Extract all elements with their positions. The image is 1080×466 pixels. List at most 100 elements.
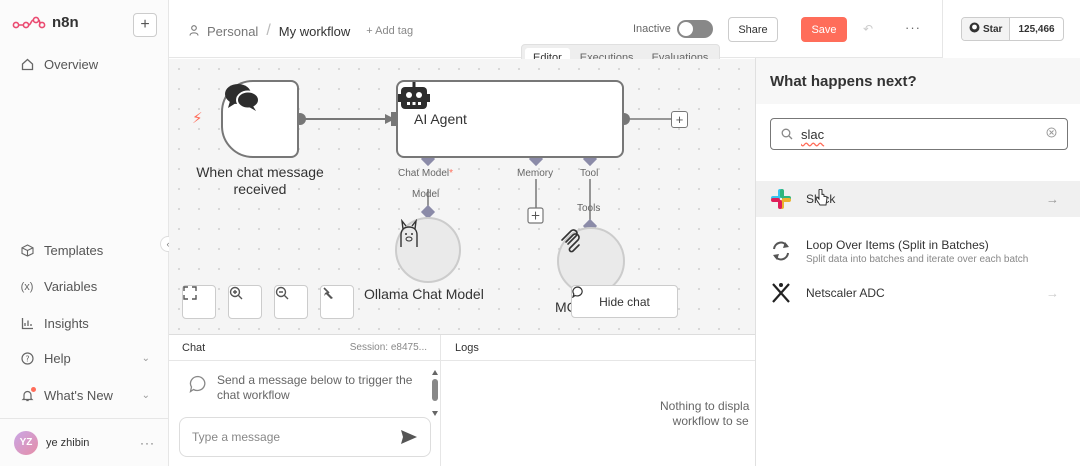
hide-chat-button[interactable]: Hide chat	[571, 285, 678, 318]
user-menu[interactable]: YZ ye zhibin ···	[0, 418, 169, 466]
history-icon[interactable]: ↶	[863, 22, 874, 36]
robot-icon	[398, 82, 430, 109]
chat-message-input[interactable]: Type a message	[179, 417, 431, 457]
arrow-right-icon: →	[1046, 285, 1059, 301]
agent-node-label: AI Agent	[414, 111, 467, 127]
tidy-up-button[interactable]	[320, 285, 354, 319]
chart-icon	[20, 317, 34, 331]
arrow-right-icon: →	[1046, 191, 1059, 207]
breadcrumb: Personal / My workflow + Add tag	[189, 22, 413, 40]
list-item[interactable]: Loop Over Items (Split in Batches) Split…	[756, 227, 1080, 275]
bell-icon	[20, 386, 36, 403]
fit-view-button[interactable]	[182, 285, 216, 319]
scroll-arrows-icon	[432, 370, 438, 416]
trigger-node-label: When chat message received	[196, 164, 324, 197]
add-button[interactable]: +	[133, 13, 157, 37]
send-icon[interactable]	[400, 429, 418, 445]
port-label-chat-model: Chat Model*	[398, 168, 454, 179]
sidebar-item-label: Help	[44, 351, 71, 366]
trigger-bolt-icon: ⚡	[192, 110, 203, 127]
required-marker: *	[449, 168, 454, 179]
chat-hint: Send a message below to trigger the chat…	[189, 373, 419, 403]
chat-body: Send a message below to trigger the chat…	[169, 361, 441, 466]
sidebar-item-templates[interactable]: Templates	[20, 243, 150, 258]
star-count: 125,466	[1018, 23, 1055, 35]
chevron-down-icon: ⌄	[141, 353, 150, 364]
github-star-button[interactable]: Star 125,466	[961, 17, 1064, 41]
panel-title: What happens next?	[756, 58, 1080, 104]
chat-icon	[572, 286, 583, 298]
list-item[interactable]: Netscaler ADC →	[756, 269, 1080, 317]
more-icon[interactable]: ···	[905, 20, 921, 35]
session-id[interactable]: Session: e8475...	[349, 342, 427, 353]
home-icon	[20, 58, 34, 72]
netscaler-icon	[772, 283, 790, 303]
logo[interactable]: n8n	[12, 14, 79, 31]
save-button[interactable]: Save	[801, 17, 847, 42]
more-icon[interactable]: ···	[140, 435, 155, 450]
fit-view-icon	[183, 286, 197, 300]
github-star-area: Star 125,466	[942, 0, 1080, 58]
chat-scrollbar[interactable]	[431, 369, 439, 417]
ollama-node-label: Ollama Chat Model	[364, 286, 484, 302]
scroll-thumb[interactable]	[432, 379, 438, 401]
project-link[interactable]: Personal	[207, 23, 259, 39]
search-results: Slack → Loop Over Items (Split in Batche…	[756, 181, 1080, 317]
zoom-out-button[interactable]	[274, 285, 308, 319]
workflow-name[interactable]: My workflow	[278, 23, 351, 39]
variable-icon: (x)	[20, 280, 34, 293]
star-label: Star	[983, 23, 1003, 35]
sidebar-item-label: Templates	[44, 243, 104, 258]
add-tag-button[interactable]: + Add tag	[366, 25, 414, 37]
notification-dot	[31, 386, 36, 392]
zoom-in-button[interactable]	[228, 285, 262, 319]
result-description: Split data into batches and iterate over…	[806, 253, 1029, 265]
add-node-button[interactable]: +	[671, 111, 688, 128]
sidebar-item-overview[interactable]: Overview	[20, 57, 150, 72]
avatar: YZ	[14, 430, 38, 455]
zoom-out-icon	[275, 286, 289, 300]
help-icon: ?	[20, 352, 34, 366]
search-icon	[781, 128, 793, 140]
mouse-pointer-icon	[815, 189, 828, 206]
zoom-in-icon	[229, 286, 243, 300]
sidebar-item-help[interactable]: ? Help ⌄	[20, 351, 150, 366]
chat-bubbles-icon	[225, 84, 260, 111]
node-chat-trigger[interactable]	[221, 80, 299, 158]
search-value: slac	[801, 126, 825, 142]
github-icon	[969, 22, 980, 36]
chat-header: Chat Session: e8475...	[169, 335, 441, 361]
logs-empty-message: Nothing to displa workflow to se	[660, 399, 750, 428]
chat-logs-panel: Chat Session: e8475... Logs Send a messa…	[169, 334, 755, 466]
chat-bubble-icon	[189, 375, 206, 393]
active-toggle[interactable]	[677, 20, 713, 38]
node-ollama-chat-model[interactable]	[395, 217, 461, 283]
box-icon	[20, 244, 34, 258]
logs-title: Logs	[455, 341, 479, 354]
app-name: n8n	[52, 14, 79, 31]
list-item[interactable]: Slack →	[756, 181, 1080, 217]
node-ai-agent[interactable]: AI Agent	[396, 80, 624, 158]
n8n-logo-icon	[12, 16, 46, 28]
workflow-canvas[interactable]: + ⚡ When chat message received AI Agent …	[169, 59, 755, 334]
sidebar-item-label: Insights	[44, 316, 89, 331]
sidebar-item-variables[interactable]: (x) Variables	[20, 279, 150, 294]
sidebar: n8n + Overview Templates (x) Variables I…	[0, 0, 169, 466]
chat-title: Chat	[182, 341, 206, 354]
clear-search-icon[interactable]	[1046, 127, 1057, 141]
mcp-icon	[561, 229, 580, 253]
node-search-input[interactable]: slac	[770, 118, 1068, 150]
share-button[interactable]: Share	[728, 17, 778, 42]
slack-icon	[771, 189, 791, 209]
node-creator-panel: What happens next? slac Slack →	[755, 58, 1080, 466]
result-title: Netscaler ADC	[806, 286, 885, 300]
svg-text:+: +	[530, 209, 540, 223]
port-label-model: Model	[412, 189, 440, 200]
person-icon	[189, 24, 199, 39]
chevron-down-icon: ⌄	[141, 390, 150, 401]
sidebar-item-insights[interactable]: Insights	[20, 316, 150, 331]
status-label: Inactive	[633, 23, 671, 35]
sidebar-item-whats-new[interactable]: What's New ⌄	[20, 386, 150, 403]
logs-header: Logs	[441, 335, 755, 361]
result-title: Loop Over Items (Split in Batches)	[806, 237, 989, 252]
